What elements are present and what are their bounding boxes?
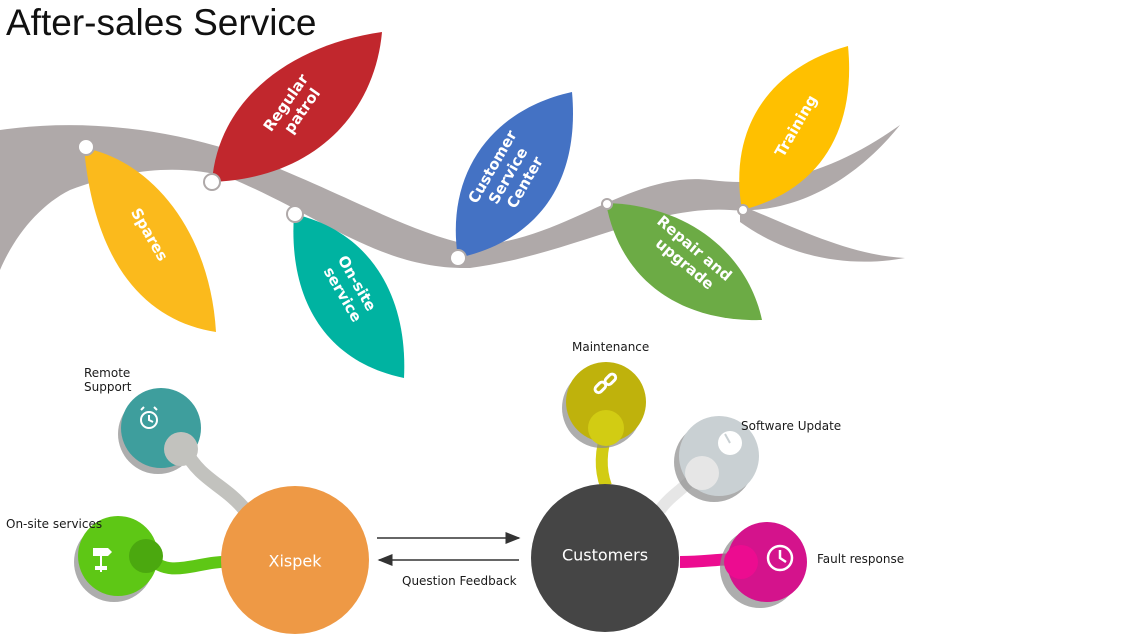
service-label: On-site services (6, 517, 102, 531)
service-label: Software Update (741, 419, 841, 433)
service-maintenance: Maintenance (562, 340, 649, 448)
service-on-site-services: On-site services (6, 516, 163, 602)
alarm-clock-icon (140, 406, 158, 429)
service-fault-response: Fault response (720, 522, 904, 608)
service-software-update: Software Update (674, 416, 841, 502)
signpost-icon (93, 548, 112, 572)
hub-customers: Customers (531, 484, 679, 632)
link-icon (593, 372, 618, 395)
hub-xispek: Xispek (221, 486, 369, 634)
leaf-customer-service-center: Customer Service Center (455, 92, 574, 258)
service-label: Fault response (817, 552, 904, 566)
leaf-spares: Spares (84, 148, 216, 332)
page-title: After-sales Service (6, 2, 317, 43)
exchange-arrows: Question Feedback (377, 532, 521, 588)
leaf-regular-patrol: Regular patrol (212, 32, 382, 182)
arrow-label: Question Feedback (402, 574, 517, 588)
hub-label: Xispek (268, 552, 322, 571)
leaf-on-site-service: On-site service (293, 214, 405, 378)
service-remote-support: Remote Support (84, 366, 201, 474)
service-label: Maintenance (572, 340, 649, 354)
gauge-icon (718, 431, 742, 455)
leaf-repair-and-upgrade: Repair and upgrade (606, 203, 762, 321)
leaf-training: Training (739, 46, 850, 210)
hub-label: Customers (562, 546, 648, 565)
service-label: Remote Support (84, 366, 134, 394)
clock-icon (766, 544, 794, 572)
branch-nodes (77, 138, 749, 267)
